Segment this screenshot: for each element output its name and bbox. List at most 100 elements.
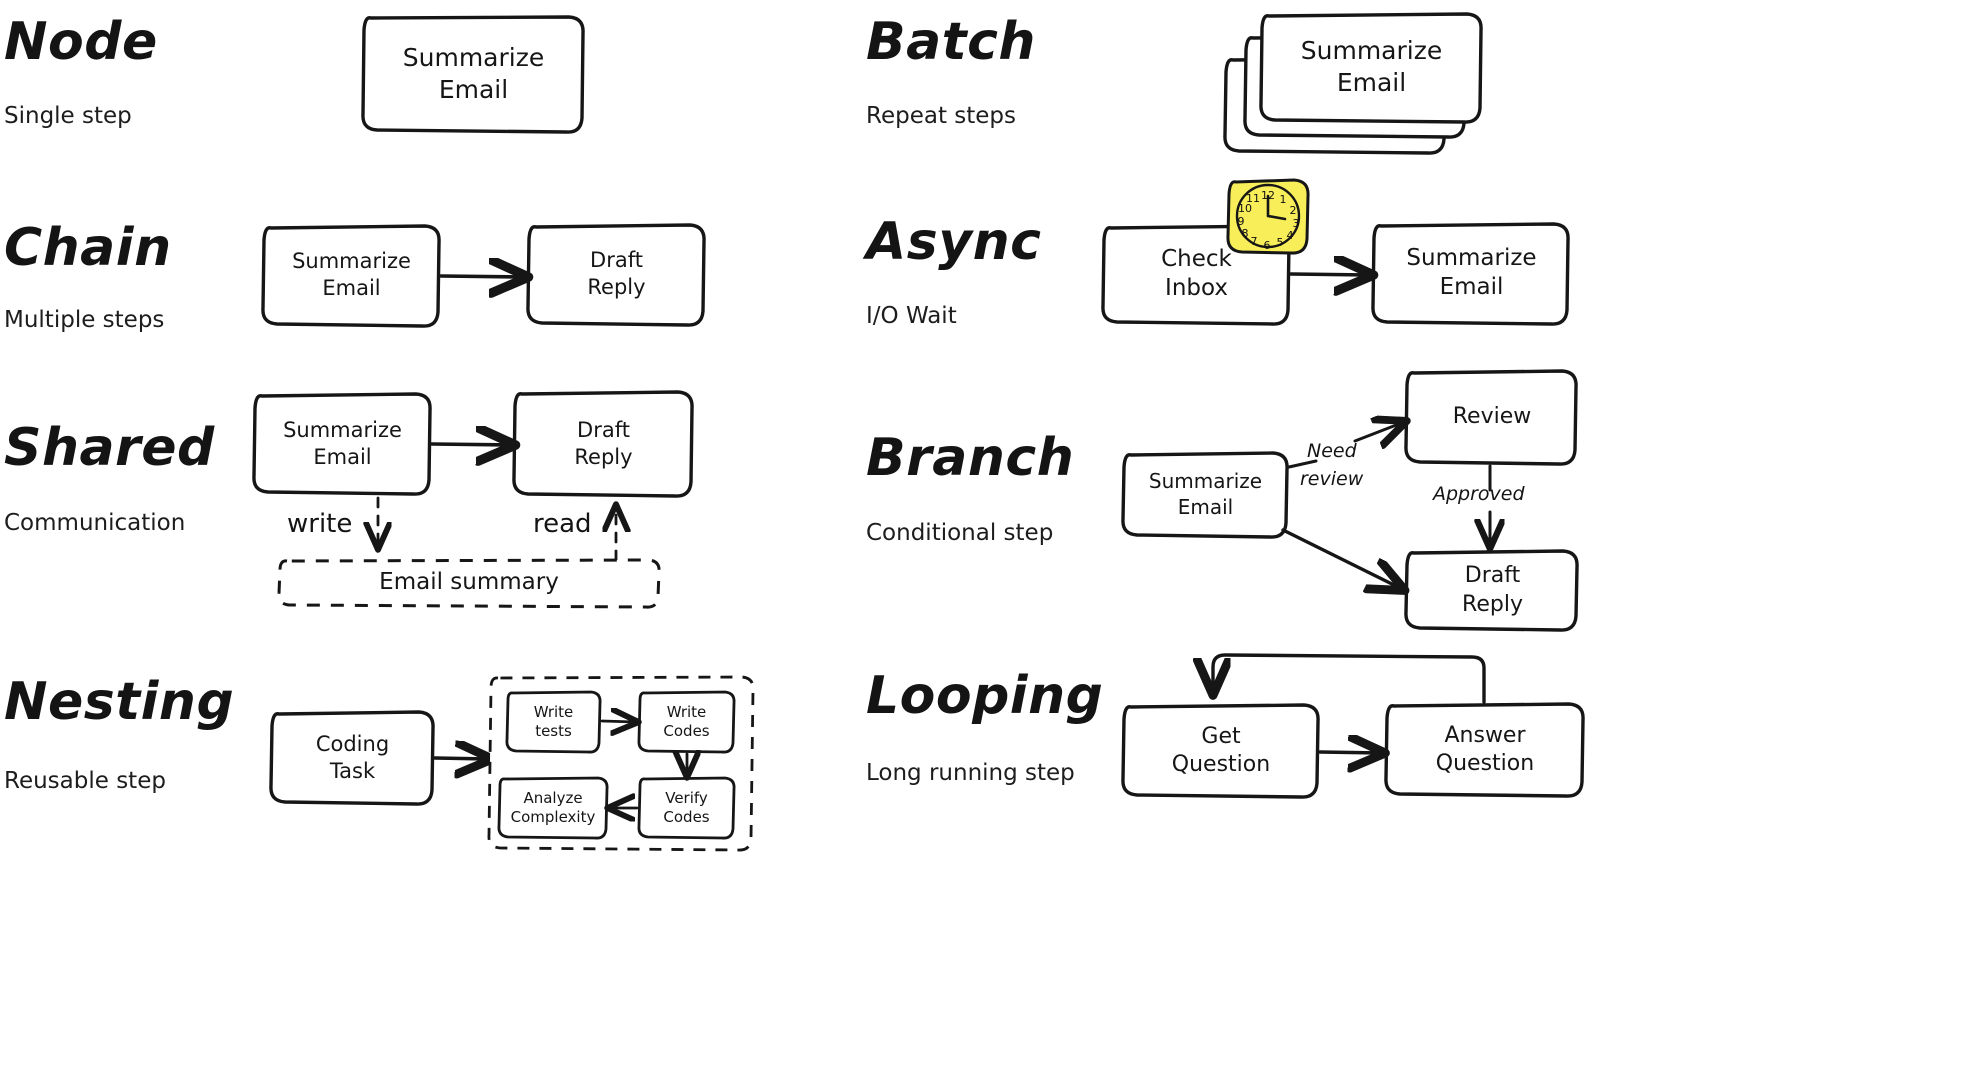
svg-text:10: 10 — [1238, 202, 1252, 215]
looping-group — [1121, 653, 1585, 799]
text-question: Question — [1171, 752, 1271, 777]
text-task: Task — [329, 759, 376, 783]
nesting-box-verify-codes — [637, 776, 736, 840]
text-summarize: Summarize — [1148, 469, 1263, 494]
chain-group — [261, 223, 706, 328]
text-summarize: Summarize — [1300, 36, 1443, 65]
section-subtitle-async: I/O Wait — [866, 303, 957, 329]
chain-box-summarize-email — [261, 224, 441, 328]
batch-label-summarize-email: Summarize Email — [1262, 14, 1481, 120]
shared-store-email-summary — [277, 558, 661, 609]
nesting-edge-in — [433, 758, 489, 759]
svg-text:4: 4 — [1287, 229, 1294, 242]
looping-edge-back — [1213, 653, 1486, 704]
section-title-async: Async — [866, 212, 1042, 272]
chain-label-draft-reply: Draft Reply — [529, 225, 704, 323]
svg-text:3: 3 — [1293, 217, 1300, 230]
async-group: 12 1 2 3 4 5 6 7 8 9 10 11 — [1101, 178, 1570, 326]
async-label-check-inbox: Check Inbox — [1104, 226, 1289, 322]
text-analyze: Analyze — [523, 788, 583, 807]
node-label-summarize-email: Summarize Email — [364, 17, 583, 131]
text-reply: Reply — [1462, 591, 1523, 617]
section-title-looping: Looping — [866, 666, 1104, 726]
text-summarize: Summarize — [1406, 244, 1537, 271]
nesting-box-write-codes — [637, 690, 736, 754]
nesting-edge-tests-codes — [600, 721, 636, 722]
chain-box-draft-reply — [526, 223, 706, 327]
async-label-summarize-email: Summarize Email — [1374, 224, 1569, 322]
text-email: Email — [313, 444, 372, 469]
text-answer: Answer — [1444, 722, 1526, 748]
shared-label-summarize-email: Summarize Email — [255, 394, 430, 493]
section-subtitle-chain: Multiple steps — [4, 307, 165, 333]
text-codes: Codes — [663, 722, 710, 740]
text-complexity: Complexity — [510, 808, 596, 826]
nesting-label-verify-codes: Verify Codes — [639, 778, 734, 838]
text-reply: Reply — [574, 444, 633, 469]
shared-label-draft-reply: Draft Reply — [515, 392, 692, 495]
branch-edge-need-review — [1353, 422, 1404, 441]
text-draft: Draft — [1464, 563, 1521, 589]
nesting-label-write-tests: Write tests — [507, 692, 600, 752]
text-get: Get — [1201, 723, 1241, 749]
chain-edge-1 — [439, 276, 525, 277]
svg-text:8: 8 — [1242, 227, 1249, 240]
branch-box-summarize-email — [1121, 451, 1289, 539]
svg-text:1: 1 — [1280, 193, 1287, 206]
section-subtitle-batch: Repeat steps — [866, 103, 1017, 129]
shared-group — [252, 390, 694, 609]
shared-store-label-email-summary: Email summary — [379, 569, 559, 596]
section-title-node: Node — [4, 12, 158, 72]
nesting-subgraph-container — [487, 675, 755, 852]
async-box-check-inbox — [1101, 224, 1291, 326]
svg-text:2: 2 — [1290, 204, 1297, 217]
section-subtitle-node: Single step — [4, 103, 132, 129]
branch-edge-direct — [1281, 528, 1402, 589]
nesting-group — [269, 675, 755, 852]
edge-label-write: write — [287, 509, 353, 539]
section-subtitle-branch: Conditional step — [866, 520, 1054, 546]
async-edge-1 — [1289, 274, 1370, 275]
text-verify: Verify — [665, 788, 708, 807]
branch-label-summarize-email: Summarize Email — [1124, 453, 1287, 537]
nesting-label-write-codes: Write Codes — [639, 692, 734, 752]
text-write: Write — [533, 702, 574, 721]
section-title-batch: Batch — [866, 12, 1036, 72]
clock-icon: 12 1 2 3 4 5 6 7 8 9 10 11 — [1226, 178, 1310, 255]
nesting-label-analyze-complexity: Analyze Complexity — [499, 778, 607, 838]
looping-box-get-question — [1121, 703, 1320, 799]
text-summarize: Summarize — [402, 43, 545, 72]
text-write: Write — [666, 702, 707, 721]
section-subtitle-looping: Long running step — [866, 760, 1075, 786]
edge-label-review: review — [1300, 468, 1364, 490]
nesting-box-coding-task — [269, 710, 435, 806]
branch-label-review: Review — [1452, 404, 1532, 430]
text-codes: Codes — [663, 808, 710, 826]
node-box-summarize-email — [361, 15, 585, 134]
section-subtitle-shared: Communication — [4, 510, 186, 536]
batch-card-mid — [1243, 34, 1467, 139]
text-summarize: Summarize — [292, 249, 411, 274]
nesting-label-coding-task: Coding Task — [272, 712, 433, 804]
text-email: Email — [1439, 274, 1504, 300]
text-email: Email — [438, 75, 509, 104]
looping-label-get-question: Get Question — [1124, 705, 1318, 797]
svg-text:6: 6 — [1264, 239, 1271, 252]
text-coding: Coding — [315, 732, 390, 757]
svg-text:5: 5 — [1277, 236, 1284, 249]
looping-box-answer-question — [1384, 702, 1585, 798]
text-inbox: Inbox — [1165, 275, 1228, 301]
async-box-summarize-email — [1371, 222, 1570, 326]
branch-label-draft-reply: Draft Reply — [1407, 551, 1578, 630]
text-draft: Draft — [590, 248, 643, 273]
shared-edge-main — [430, 444, 512, 445]
svg-text:7: 7 — [1251, 235, 1258, 248]
shared-box-draft-reply — [512, 390, 694, 498]
edge-label-approved: Approved — [1433, 483, 1525, 505]
text-summarize: Summarize — [283, 417, 402, 442]
svg-text:11: 11 — [1246, 192, 1260, 205]
text-draft: Draft — [577, 417, 630, 442]
batch-card-back — [1223, 56, 1447, 155]
edge-label-read: read — [533, 509, 592, 539]
